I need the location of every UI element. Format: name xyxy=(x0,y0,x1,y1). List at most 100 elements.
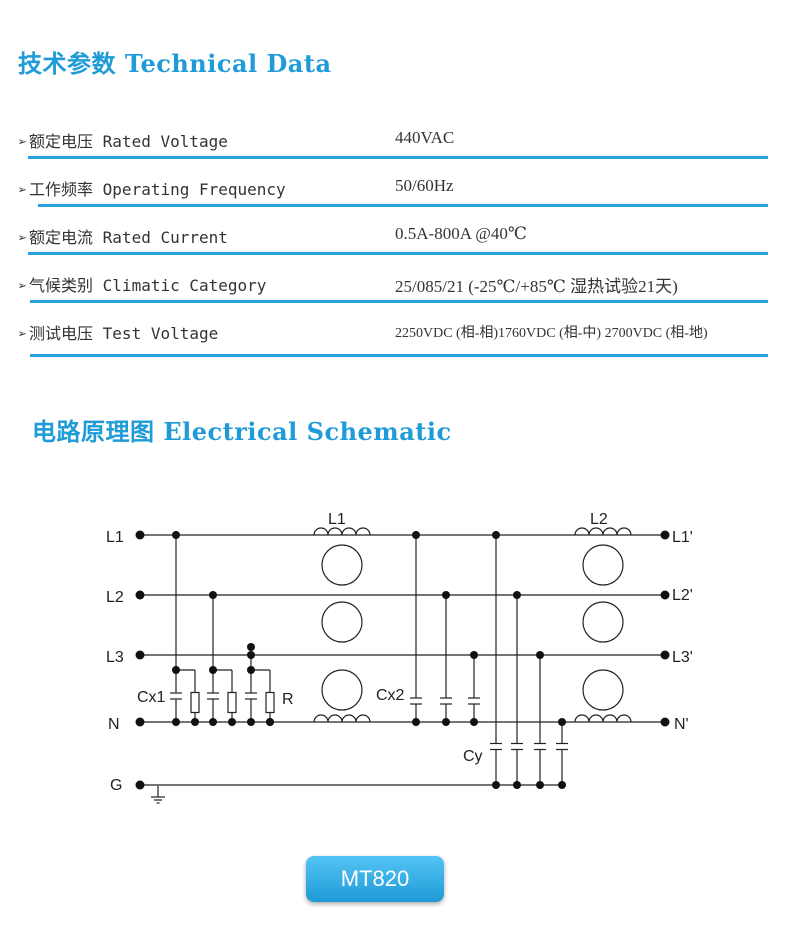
schematic-labels: L1 L2 L3 N G L1' L2' L3' N' L1 L2 Cx1 R … xyxy=(106,511,693,794)
ferrite-core xyxy=(321,601,363,643)
arrow-bullet-icon: ➢ xyxy=(18,133,28,151)
junction-dot xyxy=(492,781,500,789)
ferrite-core xyxy=(582,669,624,711)
line-label-l3-out: L3' xyxy=(672,649,693,666)
spec-label: ➢额定电压 Rated Voltage xyxy=(18,128,228,152)
resistor-body xyxy=(227,691,237,714)
junction-dot xyxy=(536,781,544,789)
terminal-dot xyxy=(660,530,670,540)
spec-label: ➢工作频率 Operating Frequency xyxy=(18,176,286,200)
spec-label: ➢测试电压 Test Voltage xyxy=(18,320,218,344)
line-label-l2-out: L2' xyxy=(672,587,693,604)
terminal-dot xyxy=(135,717,145,727)
spec-label-text: 测试电压 Test Voltage xyxy=(29,324,219,343)
row-divider xyxy=(28,252,768,255)
wires xyxy=(140,534,665,786)
junction-dot xyxy=(470,651,478,659)
junction-dot xyxy=(172,718,180,726)
line-label-n: N xyxy=(108,716,120,733)
label-r: R xyxy=(282,691,294,708)
junction-dot xyxy=(209,718,217,726)
spec-label-text: 气候类别 Climatic Category xyxy=(29,276,267,295)
technical-data-title: 技术参数 Technical Data xyxy=(18,49,332,78)
label-cy: Cy xyxy=(463,748,483,765)
junction-dot xyxy=(558,781,566,789)
spec-value: 25/085/21 (-25℃/+85℃ 湿热试验21天) xyxy=(395,277,678,296)
arrow-bullet-icon: ➢ xyxy=(18,229,28,247)
spec-value: 2250VDC (相-相)1760VDC (相-中) 2700VDC (相-地) xyxy=(395,326,708,341)
junction-dot xyxy=(412,531,420,539)
row-divider xyxy=(30,354,768,357)
electrical-schematic-diagram: L1 L2 L3 N G L1' L2' L3' N' L1 L2 Cx1 R … xyxy=(106,511,693,804)
ground-icon xyxy=(151,786,165,804)
spec-row-rated-voltage: ➢额定电压 Rated Voltage 440VAC xyxy=(18,128,768,176)
spec-value: 440VAC xyxy=(395,128,455,147)
junction-dot xyxy=(172,531,180,539)
junction-dot xyxy=(558,718,566,726)
junction-dot xyxy=(513,591,521,599)
line-label-l1: L1 xyxy=(106,529,124,546)
junction-dot xyxy=(442,718,450,726)
junction-dot xyxy=(536,651,544,659)
line-label-l3: L3 xyxy=(106,649,124,666)
resistor-body xyxy=(265,691,275,714)
junction-dot xyxy=(442,591,450,599)
terminal-dot xyxy=(135,530,145,540)
inductor-label-l2: L2 xyxy=(590,511,608,528)
terminal-dot xyxy=(660,590,670,600)
junction-dot xyxy=(412,718,420,726)
junction-dot xyxy=(209,591,217,599)
arrow-bullet-icon: ➢ xyxy=(18,277,28,295)
resistor-body xyxy=(190,691,200,714)
ferrite-core xyxy=(582,544,624,586)
spec-row-rated-current: ➢额定电流 Rated Current 0.5A-800A @40℃ xyxy=(18,224,768,272)
terminal-dot xyxy=(660,650,670,660)
line-label-n-out: N' xyxy=(674,716,689,733)
row-divider xyxy=(30,300,768,303)
ferrite-core xyxy=(321,544,363,586)
row-divider xyxy=(38,204,768,207)
line-label-l2: L2 xyxy=(106,589,124,606)
spec-label: ➢气候类别 Climatic Category xyxy=(18,272,266,296)
junction-dot xyxy=(172,666,180,674)
junction-dot xyxy=(191,718,199,726)
terminal-dot xyxy=(660,717,670,727)
ferrite-core xyxy=(321,669,363,711)
spec-label-text: 额定电压 Rated Voltage xyxy=(29,132,228,151)
spec-value: 0.5A-800A @40℃ xyxy=(395,224,527,243)
junction-dot xyxy=(247,643,255,651)
spec-row-climatic-category: ➢气候类别 Climatic Category 25/085/21 (-25℃/… xyxy=(18,272,768,320)
spec-row-operating-frequency: ➢工作频率 Operating Frequency 50/60Hz xyxy=(18,176,768,224)
arrow-bullet-icon: ➢ xyxy=(18,181,28,199)
spec-label-text: 额定电流 Rated Current xyxy=(29,228,228,247)
junction-dot xyxy=(209,666,217,674)
common-mode-chokes xyxy=(313,527,632,723)
line-label-l1-out: L1' xyxy=(672,529,693,546)
model-badge: MT820 xyxy=(306,856,444,902)
ferrite-core xyxy=(582,601,624,643)
choke-winding xyxy=(313,714,371,723)
inductor-label-l1: L1 xyxy=(328,511,346,528)
junction-dot xyxy=(513,781,521,789)
line-label-g: G xyxy=(110,777,122,794)
junction-dot xyxy=(228,718,236,726)
spec-label: ➢额定电流 Rated Current xyxy=(18,224,228,248)
label-cx1: Cx1 xyxy=(137,689,166,706)
arrow-bullet-icon: ➢ xyxy=(18,325,28,343)
junction-dot xyxy=(470,718,478,726)
resistors xyxy=(190,691,275,714)
terminal-dot xyxy=(135,780,145,790)
junction-dots xyxy=(135,530,670,790)
spec-value: 50/60Hz xyxy=(395,176,454,195)
row-divider xyxy=(28,156,768,159)
junction-dot xyxy=(247,718,255,726)
junction-dot xyxy=(266,718,274,726)
spec-label-text: 工作频率 Operating Frequency xyxy=(29,180,286,199)
junction-dot xyxy=(492,531,500,539)
terminal-dot xyxy=(135,650,145,660)
junction-dot xyxy=(247,651,255,659)
capacitors xyxy=(170,692,568,751)
terminal-dot xyxy=(135,590,145,600)
choke-winding xyxy=(574,714,632,723)
choke-winding xyxy=(574,527,632,536)
